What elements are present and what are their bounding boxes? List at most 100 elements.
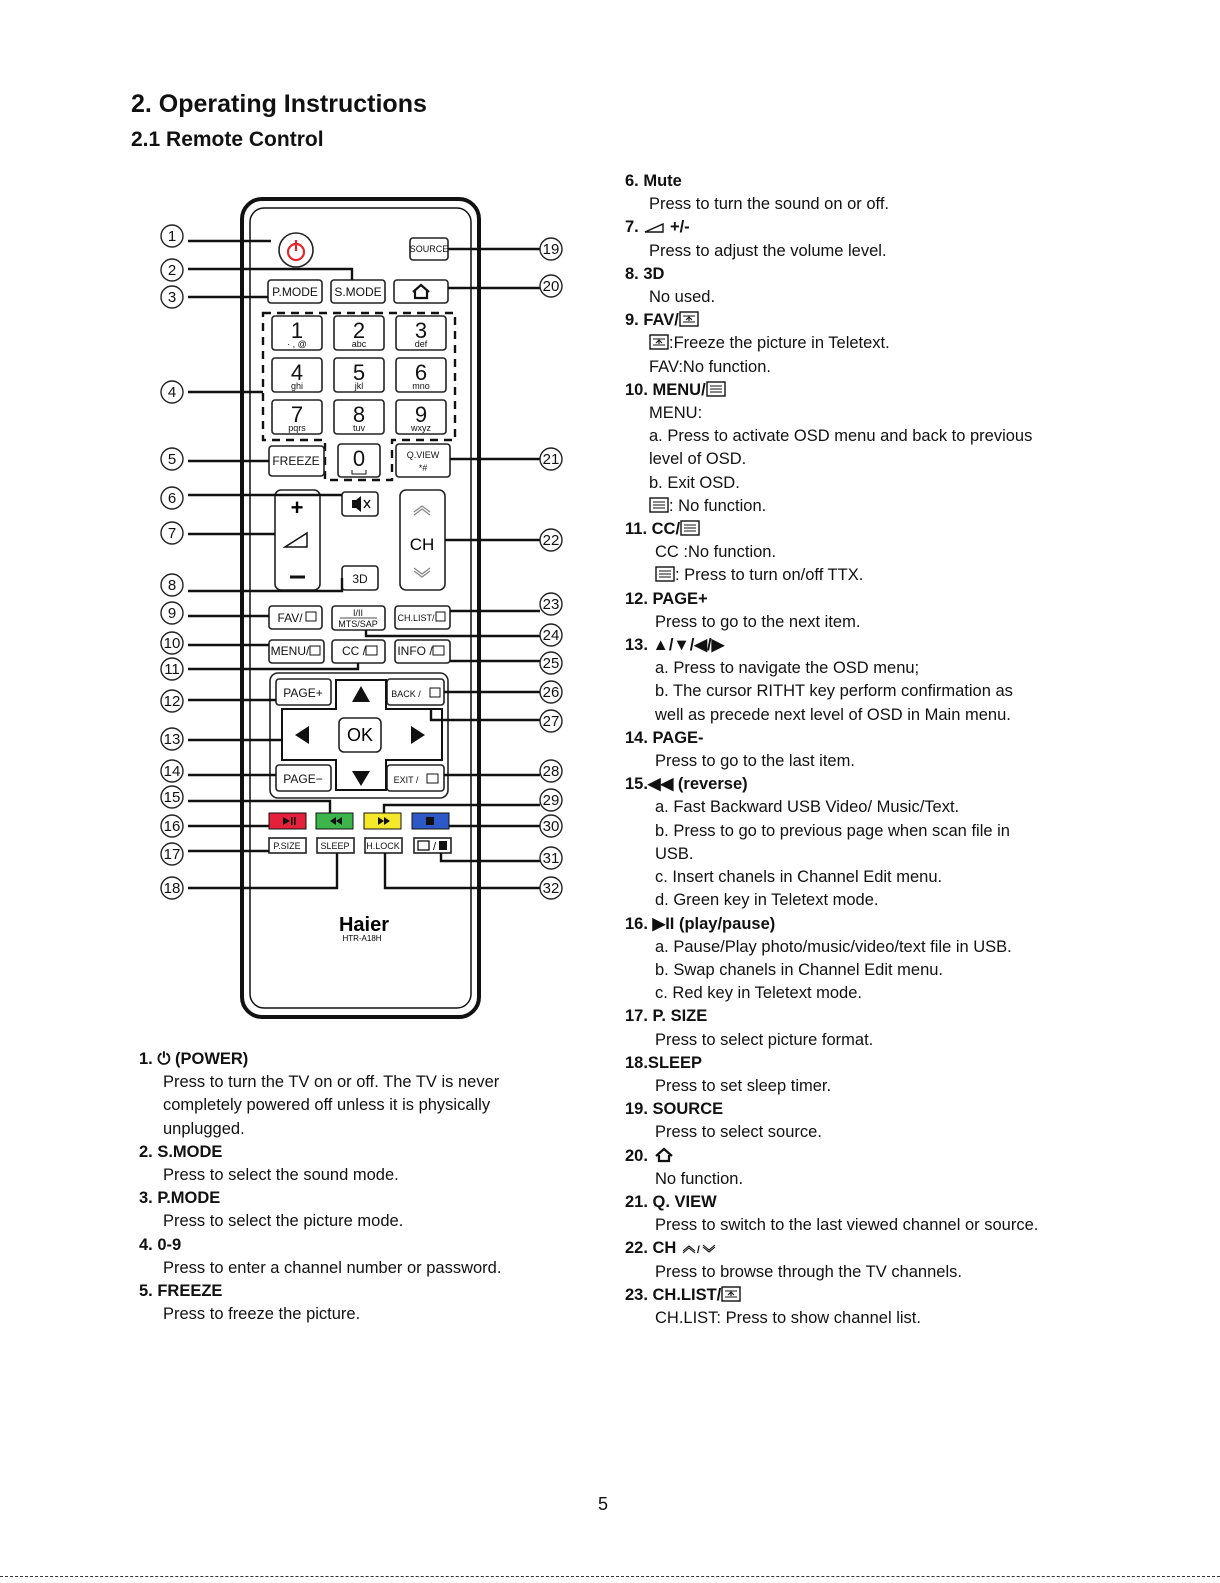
fav-button[interactable]: FAV/: [268, 605, 323, 630]
digit-button-1[interactable]: 1· , @: [271, 315, 323, 351]
svg-text:1: 1: [168, 228, 176, 245]
page-minus-button[interactable]: PAGE−: [275, 764, 332, 792]
svg-text:18: 18: [164, 880, 181, 897]
callout-19: 19: [539, 237, 563, 261]
model-label: HTR-A18H: [342, 934, 381, 943]
callout-12: 12: [160, 689, 184, 713]
pmode-label: P.MODE: [272, 285, 318, 299]
svg-text:6: 6: [168, 490, 176, 507]
callout-30: 30: [539, 814, 563, 838]
callout-10: 10: [160, 631, 184, 655]
yellow-forward-button[interactable]: [363, 812, 402, 830]
digit-5-letters: jkl: [354, 381, 364, 391]
volume-rocker[interactable]: +: [274, 489, 321, 591]
qview-button[interactable]: Q.VIEW *#: [395, 443, 451, 478]
item-volume-title: 7. +/-: [625, 218, 690, 237]
page-bottom-rule: [0, 1576, 1220, 1577]
callout-26: 26: [539, 680, 563, 704]
svg-text:16: 16: [164, 818, 181, 835]
svg-text:9: 9: [168, 605, 176, 622]
red-play-pause-button[interactable]: [268, 812, 307, 830]
digit-2-letters: abc: [352, 339, 367, 349]
svg-text:26: 26: [543, 684, 560, 701]
digit-1-label: 1: [291, 318, 303, 343]
green-rewind-button[interactable]: [315, 812, 354, 830]
item-chlist-title: 23. CH.LIST/: [625, 1284, 1095, 1307]
callout-numbers: 1234567891011121314151617181920212223242…: [160, 224, 563, 900]
digit-button-0[interactable]: 0: [337, 443, 381, 478]
svg-text:27: 27: [543, 713, 560, 730]
callout-1: 1: [160, 224, 184, 248]
back-button[interactable]: BACK /: [386, 678, 445, 706]
svg-text:19: 19: [543, 241, 560, 258]
three-d-button[interactable]: 3D: [341, 565, 379, 591]
svg-text:/: /: [433, 841, 437, 853]
mts-top-label: I/II: [353, 608, 363, 618]
item-fav-title: 9. FAV/: [625, 309, 1095, 332]
digit-1-letters: · , @: [287, 339, 307, 349]
mts-sap-button[interactable]: I/II MTS/SAP: [331, 605, 386, 631]
ok-button[interactable]: OK: [338, 717, 382, 753]
power-button[interactable]: [278, 232, 314, 268]
callout-2: 2: [160, 258, 184, 282]
callout-24: 24: [539, 623, 563, 647]
callout-28: 28: [539, 759, 563, 783]
callout-20: 20: [539, 274, 563, 298]
callout-31: 31: [539, 846, 563, 870]
svg-text:3: 3: [168, 289, 176, 306]
svg-text:11: 11: [164, 661, 180, 678]
psize-label: P.SIZE: [273, 841, 300, 851]
svg-text:22: 22: [543, 532, 560, 549]
source-button[interactable]: SOURCE: [409, 237, 449, 261]
menu-label: MENU/: [271, 644, 310, 658]
chlist-button[interactable]: CH.LIST/: [394, 605, 451, 630]
teletext-index-icon: [705, 381, 726, 397]
pmode-button[interactable]: P.MODE: [267, 279, 323, 304]
instructions-left-column: 1. ⏻ (POWER) Press to turn the TV on or …: [139, 1048, 599, 1326]
sleep-button[interactable]: SLEEP: [316, 837, 355, 854]
subtitle-button[interactable]: /: [413, 837, 452, 854]
sleep-label: SLEEP: [320, 841, 349, 851]
channel-up-down-icon: /: [682, 1244, 716, 1255]
source-label: SOURCE: [410, 244, 449, 254]
remote-control-diagram: .btn { fill:#fff; stroke:#222; stroke-wi…: [160, 197, 563, 1019]
info-button[interactable]: INFO /: [394, 639, 451, 664]
svg-text:15: 15: [164, 789, 181, 806]
callout-14: 14: [160, 759, 184, 783]
channel-rocker[interactable]: CH: [399, 489, 446, 591]
blue-stop-button[interactable]: [411, 812, 450, 830]
page-plus-button[interactable]: PAGE+: [275, 678, 332, 706]
menu-button[interactable]: MENU/: [268, 639, 325, 664]
svg-text:/: /: [697, 1245, 700, 1255]
arrow-down-icon[interactable]: [352, 771, 370, 786]
arrow-right-icon[interactable]: [411, 726, 425, 744]
cc-button[interactable]: CC /: [331, 639, 386, 664]
callout-21: 21: [539, 447, 563, 471]
psize-button[interactable]: P.SIZE: [268, 837, 307, 854]
digit-6-label: 6: [415, 360, 427, 385]
svg-text:24: 24: [543, 627, 560, 644]
arrow-left-icon[interactable]: [295, 726, 309, 744]
digit-6-letters: mno: [412, 381, 430, 391]
arrow-up-icon[interactable]: [352, 686, 370, 702]
exit-button[interactable]: EXIT /: [386, 764, 445, 792]
smode-button[interactable]: S.MODE: [330, 279, 386, 304]
svg-text:31: 31: [543, 850, 560, 867]
freeze-button[interactable]: FREEZE: [268, 445, 325, 477]
home-button[interactable]: [393, 279, 449, 304]
item-home-title: 20.: [625, 1145, 1095, 1168]
callout-5: 5: [160, 447, 184, 471]
svg-text:7: 7: [168, 525, 176, 542]
home-icon: [654, 1147, 673, 1162]
item-mute-title: 6. Mute: [625, 172, 682, 190]
hlock-button[interactable]: H.LOCK: [364, 837, 403, 854]
mute-button[interactable]: [341, 491, 379, 517]
